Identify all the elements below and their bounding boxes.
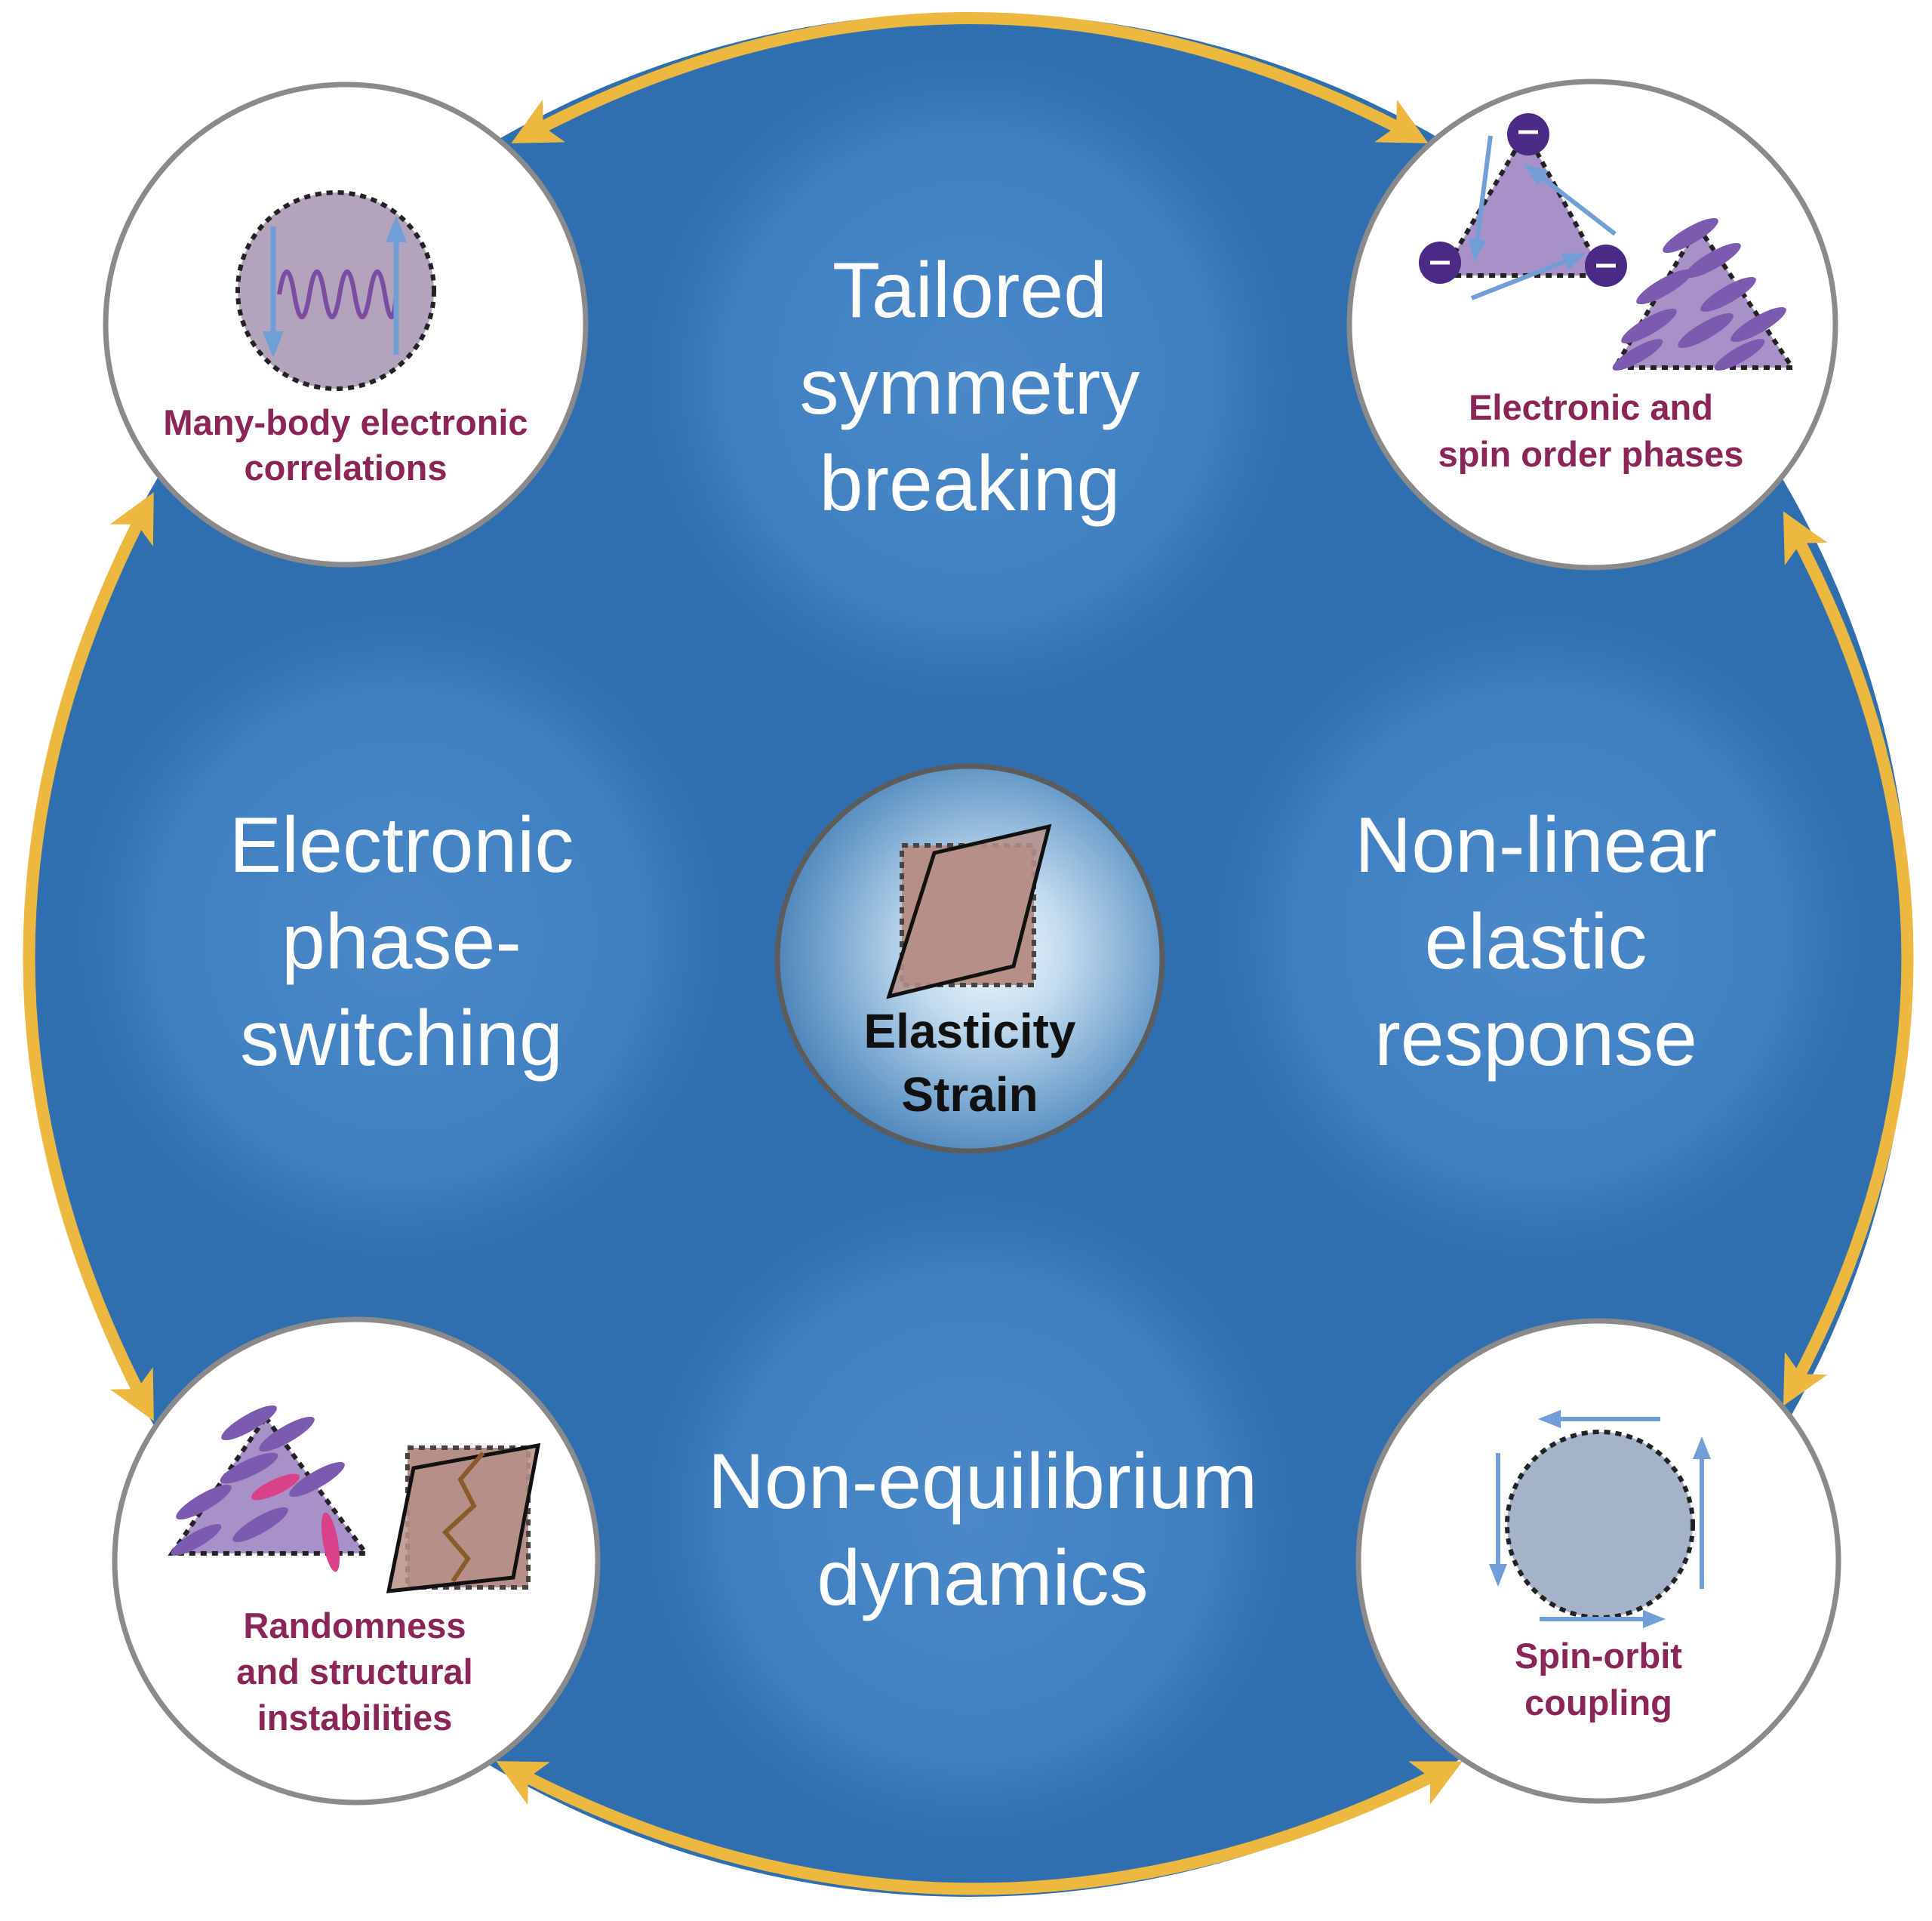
arrow-right <box>1783 511 1914 1406</box>
theme-top-line2: symmetry <box>800 343 1140 431</box>
center-label-line2: Strain <box>901 1067 1038 1122</box>
theme-right-line1: Non-linear <box>1355 802 1717 889</box>
center-label-line1: Elasticity <box>863 1004 1075 1058</box>
node-top-left-label-1: Many-body electronic <box>163 402 528 442</box>
wave-icon <box>277 269 398 319</box>
strain-parallelogram <box>886 824 1052 999</box>
node-top-right-label-1: Electronic and <box>1469 387 1713 427</box>
node-top-right: Electronic and spin order phases <box>1346 79 1838 571</box>
arrow-top <box>511 12 1429 143</box>
theme-top-line3: breaking <box>820 440 1121 528</box>
node-bottom-right-label-1: Spin-orbit <box>1515 1636 1682 1676</box>
glow-bottom <box>615 1162 1324 1872</box>
theme-right-line3: response <box>1374 995 1697 1082</box>
theme-bottom-line1: Non-equilibrium <box>708 1438 1257 1525</box>
node-bottom-left: Randomness and structural instabilities <box>112 1316 601 1806</box>
arrow-left <box>23 492 154 1421</box>
node-top-left: Many-body electronic correlations <box>103 82 589 568</box>
theme-bottom-line2: dynamics <box>817 1535 1148 1622</box>
node-bottom-left-label-1: Randomness <box>243 1605 466 1645</box>
defect-pink-2 <box>321 1512 340 1572</box>
orbit-disc <box>1505 1430 1695 1620</box>
theme-top: Tailored symmetry breaking <box>800 247 1140 528</box>
charge-arrow-1 <box>1468 135 1493 262</box>
theme-left-line3: switching <box>240 995 563 1082</box>
node-top-left-label-2: correlations <box>244 448 447 488</box>
disorder-ellipses <box>171 1405 345 1556</box>
defect-pink-1 <box>251 1473 300 1501</box>
theme-left: Electronic phase- switching <box>229 802 574 1082</box>
arrow-bottom <box>496 1761 1463 1895</box>
theme-right-line2: elastic <box>1425 898 1647 986</box>
glow-left <box>45 581 755 1291</box>
cycle-arrows <box>23 12 1914 1895</box>
center-node: Elasticity Strain <box>774 763 1165 1154</box>
correlation-disc <box>235 190 436 391</box>
charge-minus-top <box>1507 113 1549 155</box>
node-bottom-right: Spin-orbit coupling <box>1355 1318 1841 1804</box>
node-bottom-left-label-3: instabilities <box>257 1698 453 1738</box>
theme-left-line2: phase- <box>281 898 521 986</box>
charge-arrow-2 <box>1524 164 1617 236</box>
theme-top-line1: Tailored <box>832 247 1107 334</box>
theme-bottom: Non-equilibrium dynamics <box>708 1438 1257 1622</box>
node-top-right-circle <box>1346 79 1838 571</box>
theme-left-line1: Electronic <box>229 802 574 889</box>
node-bottom-left-circle <box>112 1316 601 1806</box>
node-bottom-right-label-2: coupling <box>1524 1682 1672 1722</box>
crack-line <box>441 1452 485 1583</box>
glow-right <box>1185 581 1894 1291</box>
theme-right: Non-linear elastic response <box>1355 802 1717 1082</box>
charge-arrow-3 <box>1470 253 1586 300</box>
node-bottom-left-label-2: and structural <box>236 1652 472 1692</box>
node-top-right-label-2: spin order phases <box>1438 434 1744 474</box>
glow-top <box>615 23 1324 732</box>
spin-order-ellipses <box>1612 217 1786 371</box>
